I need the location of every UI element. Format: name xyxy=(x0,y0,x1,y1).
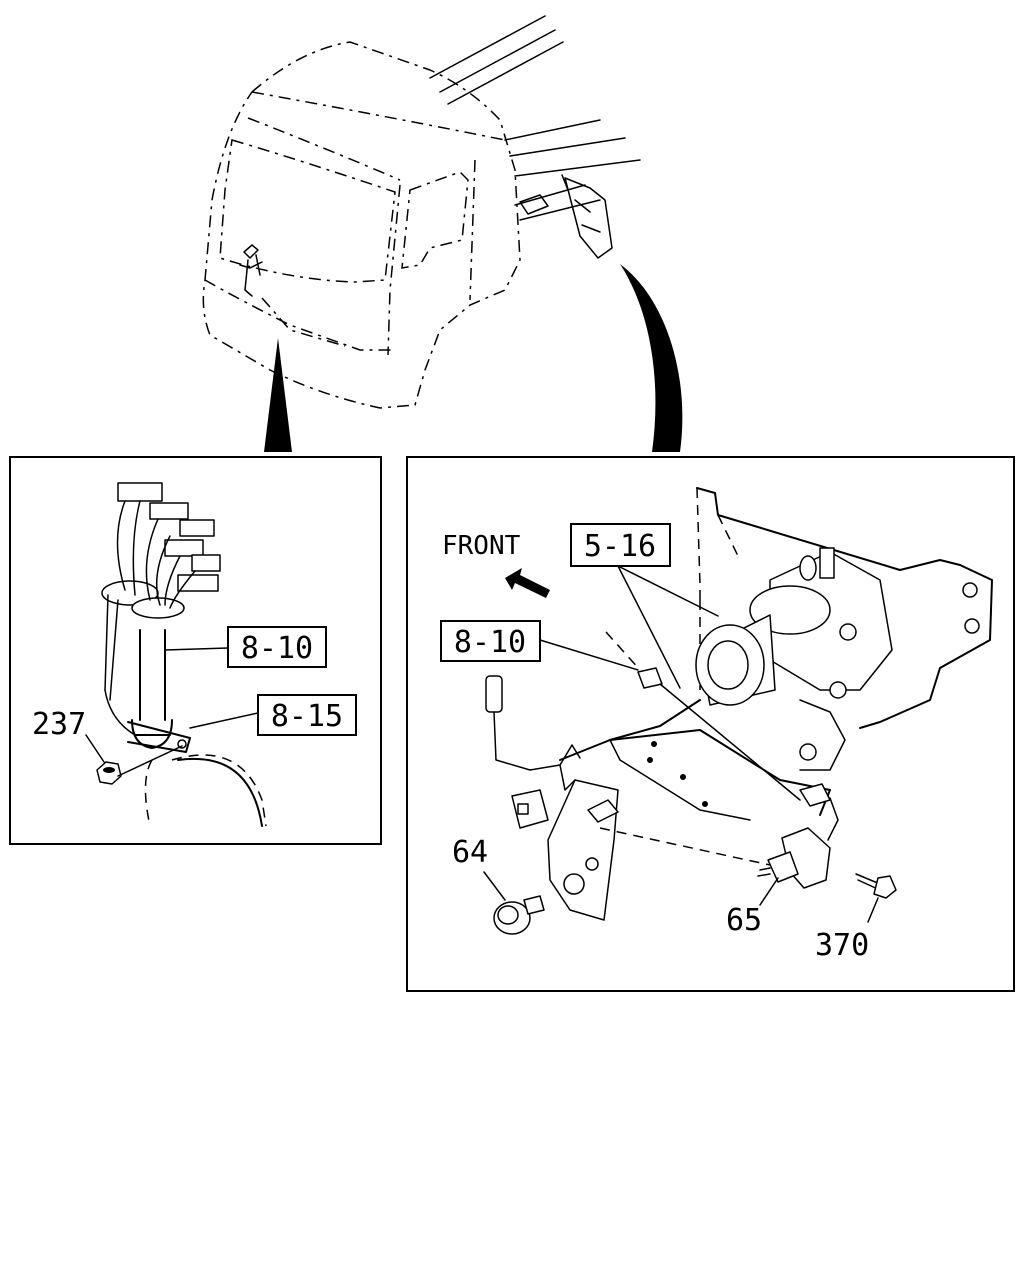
pointer-left xyxy=(264,338,292,452)
nut-237 xyxy=(96,761,122,785)
part-370-label: 370 xyxy=(815,928,869,963)
bolt-370 xyxy=(855,873,897,899)
part-65-label: 65 xyxy=(726,903,762,938)
front-label: FRONT xyxy=(442,531,521,561)
sensor-harness xyxy=(485,675,619,823)
truck-cab-overview xyxy=(202,15,683,452)
sensor-65 xyxy=(757,783,839,889)
pointer-right xyxy=(620,264,683,452)
clip-64 xyxy=(493,895,545,935)
ref-8-10-label-right: 8-10 xyxy=(454,625,526,660)
ref-5-16-label: 5-16 xyxy=(584,529,656,564)
right-detail-panel: FRONT xyxy=(406,456,1015,992)
ref-8-10-label-left: 8-10 xyxy=(241,631,313,666)
actuator-body xyxy=(695,547,980,771)
part-64-label: 64 xyxy=(452,835,488,870)
front-harness-sketch xyxy=(239,244,263,297)
front-arrow xyxy=(505,568,550,598)
left-detail-panel: 8-10 8-15 237 xyxy=(9,456,382,845)
rear-bracket-sketch xyxy=(519,174,613,259)
connector-cluster xyxy=(116,482,221,609)
part-237-label: 237 xyxy=(32,707,86,742)
ref-8-15-label: 8-15 xyxy=(271,699,343,734)
